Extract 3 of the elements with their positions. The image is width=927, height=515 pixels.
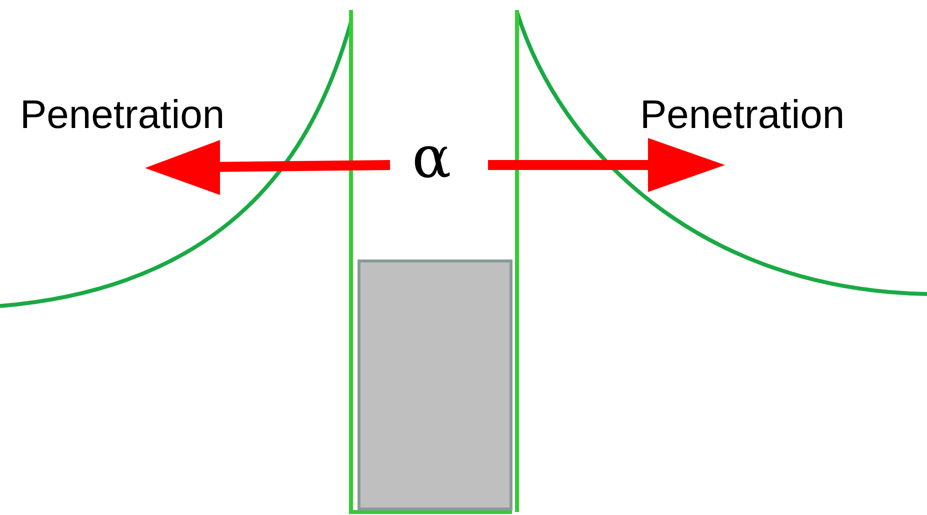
label: Penetration xyxy=(20,95,225,135)
label: Penetration xyxy=(640,95,845,135)
symbol-label: α xyxy=(412,128,452,186)
